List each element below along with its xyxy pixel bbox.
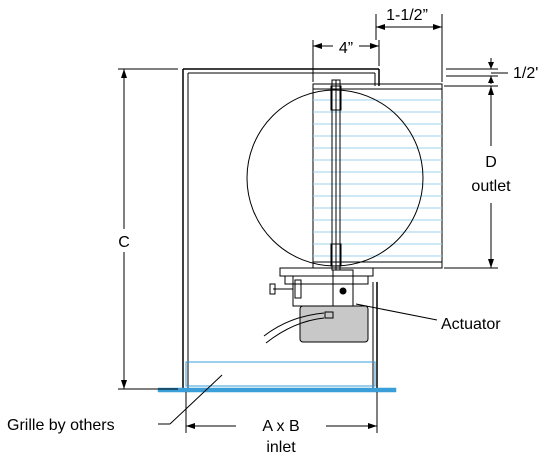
actuator-assembly	[263, 267, 374, 344]
dim-ab-label: A x B	[262, 418, 299, 435]
dim-half-label: 1/2'	[513, 65, 538, 82]
dim-c-label: C	[118, 234, 130, 251]
outlet-label: outlet	[471, 178, 511, 195]
inlet-label: inlet	[266, 439, 296, 456]
dim-c	[118, 68, 178, 390]
dim-d	[444, 85, 498, 269]
dim-1-5in	[375, 14, 443, 82]
dim-4in-label: 4”	[339, 40, 353, 57]
actuator-leader	[355, 303, 438, 321]
damper-shaft	[330, 79, 342, 271]
dim-1-5in-label: 1-1/2”	[386, 7, 428, 24]
grille-label: Grille by others	[7, 417, 115, 434]
actuator-label: Actuator	[441, 316, 501, 333]
grille	[157, 361, 397, 393]
housing	[182, 68, 380, 389]
dim-d-label: D	[485, 154, 497, 171]
dim-half	[446, 58, 508, 84]
grille-leader-diag	[169, 374, 223, 425]
collar-slats	[313, 99, 442, 257]
dim-4in	[312, 40, 380, 82]
dim-ab	[185, 392, 378, 433]
damper-blade	[246, 89, 424, 267]
outlet-collar	[312, 83, 443, 269]
